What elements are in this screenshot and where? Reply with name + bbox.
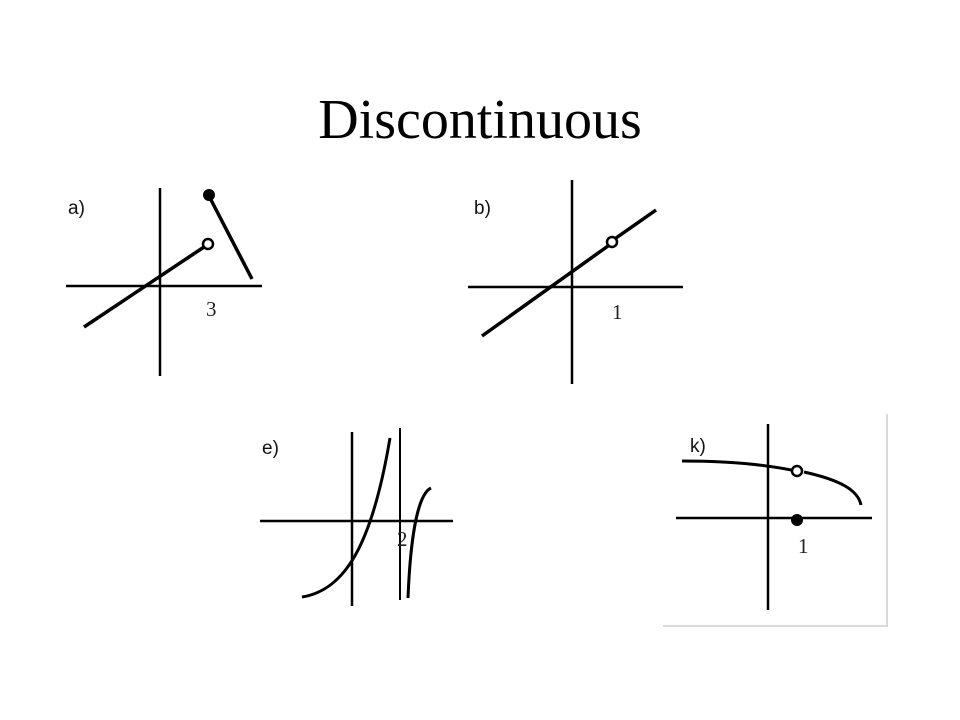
graph-e-label: e): [262, 438, 279, 459]
graph-e: e) 2: [260, 428, 453, 606]
graph-e-tick-label: 2: [397, 527, 408, 551]
graph-b: b) 1: [468, 180, 683, 384]
graph-k-curve-right: [803, 470, 863, 506]
graph-k-label: k): [690, 436, 706, 457]
graph-k-curve-left: [681, 459, 797, 473]
graph-a-label: a): [68, 198, 85, 219]
graph-b-segment-right: [614, 208, 658, 240]
graph-a-left-segment: [83, 245, 205, 329]
graph-e-left-branch: [301, 437, 392, 599]
slide-title: Discontinuous: [318, 89, 642, 151]
graph-a-tick-label: 3: [206, 297, 217, 321]
graph-b-tick-label: 1: [612, 300, 623, 324]
graph-k-tick-label: 1: [798, 534, 809, 558]
graph-k-filled-point: [791, 514, 803, 526]
graph-a: a) 3: [66, 188, 262, 376]
graph-b-label: b): [474, 198, 491, 219]
graph-b-open-point: [605, 235, 619, 249]
graph-a-right-segment: [208, 197, 254, 280]
graph-e-right-branch: [406, 486, 432, 599]
graph-a-open-point: [201, 237, 215, 251]
graph-b-segment-left: [480, 244, 610, 338]
graph-k: k) 1: [663, 414, 888, 627]
graph-k-open-point: [790, 464, 804, 478]
graph-a-filled-point: [203, 189, 215, 201]
